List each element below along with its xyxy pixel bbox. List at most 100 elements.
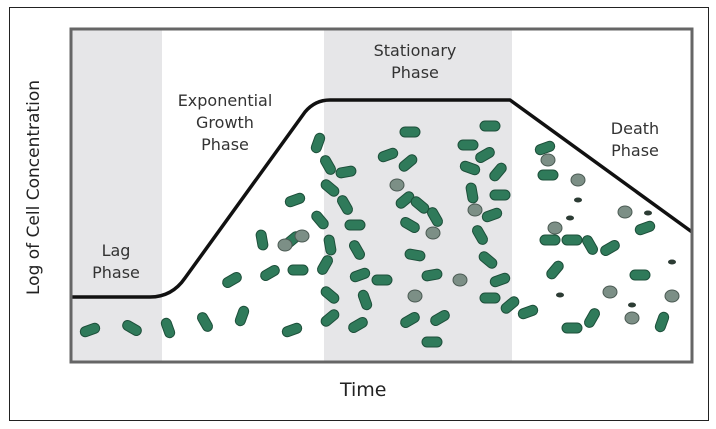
bacterium-rod-icon — [287, 264, 309, 276]
cell-fragment-icon — [628, 302, 636, 308]
death-phase-label: Death Phase — [595, 118, 675, 162]
bacterium-rod-icon — [459, 160, 481, 176]
bacterium-rod-icon — [479, 292, 501, 304]
dead-cell-icon — [664, 289, 680, 303]
bacterium-rod-icon — [478, 251, 498, 269]
bacterium-rod-icon — [404, 248, 426, 262]
growth-curve-line — [71, 98, 694, 299]
cell-fragment-icon — [574, 197, 582, 203]
bacterium-rod-icon — [344, 219, 366, 231]
bacterium-rod-icon — [517, 304, 539, 320]
bacterium-rod-icon — [400, 312, 420, 328]
bacterium-rod-icon — [281, 322, 303, 338]
dead-cell-icon — [452, 273, 468, 287]
lag-phase-band — [71, 29, 162, 362]
bacterium-rod-icon — [310, 132, 326, 154]
bacterium-rod-icon — [430, 310, 450, 326]
dead-cell-icon — [547, 221, 563, 235]
stationary-phase-line1: Stationary — [373, 41, 457, 60]
stationary-phase-label: Stationary Phase — [355, 40, 475, 84]
bacterium-rod-icon — [481, 207, 503, 223]
bacterium-rod-icon — [323, 234, 337, 256]
cell-fragment-icon — [556, 292, 564, 298]
bacterium-rod-icon — [472, 225, 488, 245]
y-axis-label: Log of Cell Concentration — [24, 80, 44, 295]
bacterium-rod-icon — [457, 139, 479, 151]
figure-frame — [9, 7, 709, 421]
dead-cell-icon — [540, 153, 556, 167]
bacterium-rod-icon — [654, 311, 670, 333]
death-phase-line2: Phase — [611, 141, 659, 160]
dead-cell-icon — [602, 285, 618, 299]
bacterium-rod-icon — [465, 182, 479, 204]
bacterium-rod-icon — [539, 234, 561, 246]
cell-fragment-icon — [644, 210, 652, 216]
bacterium-rod-icon — [284, 192, 306, 208]
bacterium-rod-icon — [337, 195, 353, 215]
lag-phase-label: Lag Phase — [86, 240, 146, 284]
bacterium-rod-icon — [421, 336, 443, 348]
bacterium-rod-icon — [234, 305, 250, 327]
bacterium-rod-icon — [421, 268, 443, 282]
bacterium-rod-icon — [377, 147, 399, 163]
bacterium-rod-icon — [634, 220, 656, 236]
dead-cell-icon — [407, 289, 423, 303]
bacterium-rod-icon — [260, 265, 280, 281]
dead-cell-icon — [425, 226, 441, 240]
bacteria-layer — [79, 120, 680, 348]
bacterium-rod-icon — [320, 286, 340, 304]
dead-cell-icon — [617, 205, 633, 219]
plot-border — [69, 27, 694, 364]
bacterium-rod-icon — [534, 140, 556, 156]
bacterium-rod-icon — [122, 320, 142, 336]
bacterium-rod-icon — [537, 169, 559, 181]
bacterium-rod-icon — [348, 317, 368, 333]
dead-cell-icon — [624, 311, 640, 325]
lag-phase-line2: Phase — [92, 263, 140, 282]
bacterium-rod-icon — [349, 240, 365, 260]
stationary-phase-line2: Phase — [391, 63, 439, 82]
bacterium-rod-icon — [489, 272, 511, 288]
bacterium-rod-icon — [395, 191, 415, 209]
stationary-phase-band — [324, 29, 512, 362]
bacterium-rod-icon — [479, 120, 501, 132]
exponential-phase-line2: Growth — [196, 113, 254, 132]
bacterium-rod-icon — [489, 189, 511, 201]
bacterium-rod-icon — [561, 234, 583, 246]
bacterium-rod-icon — [582, 235, 598, 255]
bacterium-rod-icon — [160, 317, 176, 339]
bacterium-rod-icon — [500, 296, 520, 314]
exponential-phase-label: Exponential Growth Phase — [165, 90, 285, 156]
death-phase-line1: Death — [610, 119, 660, 138]
bacterium-rod-icon — [320, 155, 336, 175]
bacterium-rod-icon — [489, 162, 507, 182]
lag-phase-line1: Lag — [101, 241, 131, 260]
cell-fragment-icon — [566, 215, 574, 221]
bacterium-rod-icon — [357, 289, 373, 311]
exponential-phase-line3: Phase — [201, 135, 249, 154]
cell-fragment-icon — [668, 259, 676, 265]
bacterium-rod-icon — [79, 322, 101, 338]
x-axis-label: Time — [340, 379, 387, 401]
exponential-phase-line1: Exponential — [177, 91, 273, 110]
bacterium-rod-icon — [400, 217, 420, 233]
bacterium-rod-icon — [255, 229, 269, 251]
bacterium-rod-icon — [320, 309, 340, 327]
bacterium-rod-icon — [335, 165, 357, 179]
dead-cell-icon — [389, 178, 405, 192]
bacterium-rod-icon — [561, 322, 583, 334]
bacterium-rod-icon — [398, 154, 418, 172]
dead-cell-icon — [570, 173, 586, 187]
bacterium-rod-icon — [197, 312, 213, 332]
bacterium-rod-icon — [399, 126, 421, 138]
bacterium-rod-icon — [311, 210, 329, 230]
bacterium-rod-icon — [222, 272, 242, 288]
bacterium-rod-icon — [371, 274, 393, 286]
dead-cell-icon — [277, 238, 293, 252]
bacterium-rod-icon — [600, 240, 620, 256]
dead-cell-icon — [467, 203, 483, 217]
bacterium-rod-icon — [546, 260, 564, 280]
bacterium-rod-icon — [584, 308, 600, 328]
bacterium-rod-icon — [320, 179, 340, 197]
